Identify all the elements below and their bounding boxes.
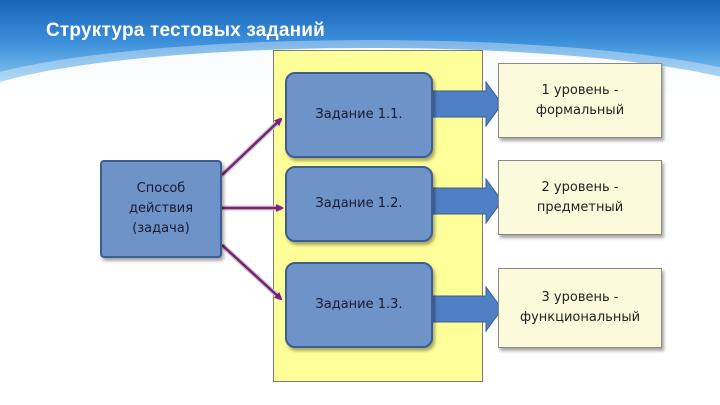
arrow-method-to-task-3	[220, 243, 283, 301]
page-title: Структура тестовых заданий	[46, 20, 326, 41]
level-box-2: 2 уровень - предметный	[498, 160, 662, 235]
level-label-2: 2 уровень - предметный	[536, 179, 624, 215]
block-arrow-2	[431, 177, 503, 225]
method-label: Способ действия (задача)	[128, 181, 194, 236]
task-box-1: Задание 1.1.	[285, 72, 433, 158]
task-box-2: Задание 1.2.	[285, 166, 433, 242]
level-box-3: 3 уровень - функциональный	[498, 268, 662, 348]
level-label-3: 3 уровень - функциональный	[519, 290, 641, 325]
task-label-2: Задание 1.2.	[315, 196, 403, 211]
level-label-1: 1 уровень - формальный	[535, 82, 625, 118]
method-box: Способ действия (задача)	[100, 160, 222, 258]
task-label-1: Задание 1.1.	[315, 107, 403, 122]
block-arrow-1	[431, 80, 503, 128]
task-label-3: Задание 1.3.	[315, 297, 403, 312]
task-box-3: Задание 1.3.	[285, 262, 433, 348]
level-box-1: 1 уровень - формальный	[498, 63, 662, 138]
block-arrow-3	[431, 285, 503, 333]
arrow-method-to-task-1	[220, 117, 283, 177]
